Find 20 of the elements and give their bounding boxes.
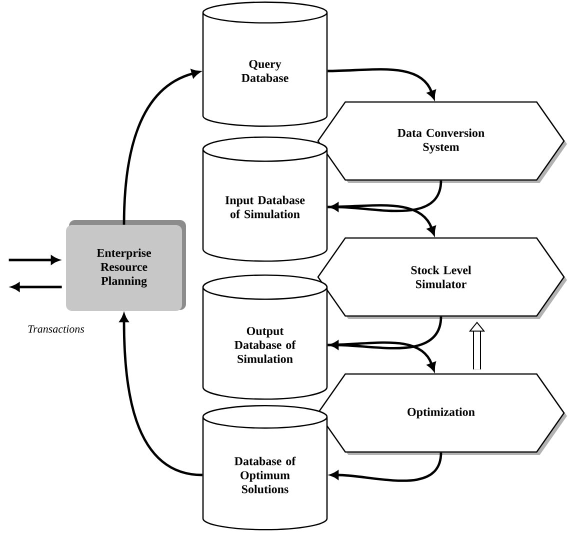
- process-hexagon: Stock Level Simulator: [317, 237, 567, 319]
- node-label: Stock Level Simulator: [411, 266, 472, 288]
- arrow: [120, 314, 202, 476]
- arrow: [328, 68, 436, 100]
- system-box: Enterprise Resource Planning: [66, 220, 186, 311]
- arrow: [8, 256, 60, 264]
- note-label: Transactions: [28, 325, 84, 333]
- arrow: [11, 282, 62, 292]
- arrow: [330, 452, 442, 482]
- arrow: [122, 69, 200, 225]
- arrow: [328, 204, 436, 236]
- database-cylinder: Query Database: [202, 2, 328, 127]
- process-hexagon: Optimization: [317, 373, 567, 455]
- database-cylinder: Input Database of Simulation: [202, 136, 328, 262]
- database-cylinder: Output Database of Simulation: [202, 274, 328, 400]
- process-hexagon: Data Conversion System: [317, 101, 567, 183]
- arrow: [328, 341, 436, 372]
- database-cylinder: Database of Optimum Solutions: [202, 405, 328, 530]
- arrow: [330, 180, 442, 212]
- arrow: [330, 316, 442, 350]
